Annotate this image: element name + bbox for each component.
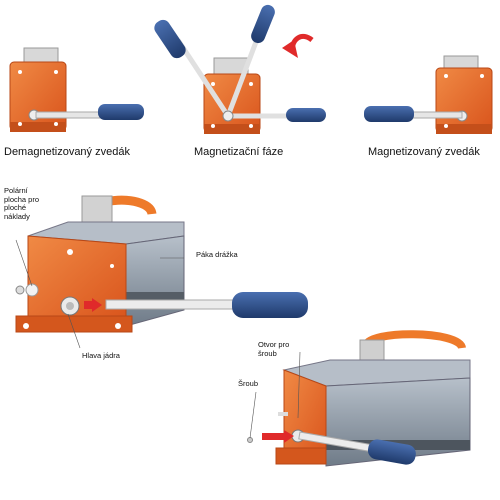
screw-hole-label: Otvor pro šroub [258, 340, 290, 358]
leader-lines [15, 239, 301, 439]
magnetized-lifter-figure [364, 55, 493, 134]
demagnetized-caption: Demagnetizovaný zvedák [4, 146, 130, 158]
core-head-label: Hlava jádra [82, 351, 120, 360]
direction-arrow-icon [84, 298, 102, 312]
magnetized-caption: Magnetizovaný zvedák [368, 146, 480, 158]
magnetizing-lifter-figure [154, 4, 326, 134]
screw-label: Šroub [238, 379, 259, 388]
magnetizing-caption: Magnetizační fáze [194, 146, 284, 158]
demagnetized-lifter-figure [9, 47, 144, 132]
lever-groove-label: Páka drážka [196, 250, 238, 259]
rotation-arrow-icon [282, 34, 314, 58]
pole-surface-label: Polární plocha pro ploché náklady [4, 186, 40, 221]
lifter-screw-detail-figure [247, 330, 471, 467]
lifter-main-figure [15, 195, 308, 333]
